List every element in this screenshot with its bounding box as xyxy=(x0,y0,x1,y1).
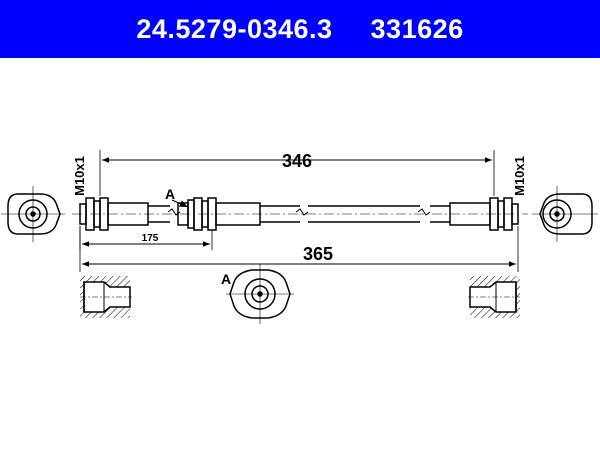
dimension-175-label: 175 xyxy=(142,233,159,244)
section-marker: A xyxy=(165,186,189,208)
dimension-346-label: 346 xyxy=(282,151,312,171)
section-a-view xyxy=(226,264,294,324)
right-port-section xyxy=(468,276,520,318)
left-port-section xyxy=(80,276,132,318)
thread-label-left: M10x1 xyxy=(72,156,87,196)
right-end-view xyxy=(532,186,598,242)
part-number: 24.5279-0346.3 xyxy=(136,13,333,44)
title-banner: 24.5279-0346.3 331626 xyxy=(0,0,600,58)
dimension-hose-length xyxy=(99,150,495,196)
reference-number: 331626 xyxy=(370,13,464,44)
dimension-365-label: 365 xyxy=(303,244,333,264)
thread-label-right: M10x1 xyxy=(512,156,527,196)
dimension-overall-length xyxy=(79,226,519,272)
hose-assembly xyxy=(72,197,528,231)
section-view-label: A xyxy=(221,271,231,287)
section-marker-label: A xyxy=(165,186,175,202)
left-end-view xyxy=(1,186,65,242)
